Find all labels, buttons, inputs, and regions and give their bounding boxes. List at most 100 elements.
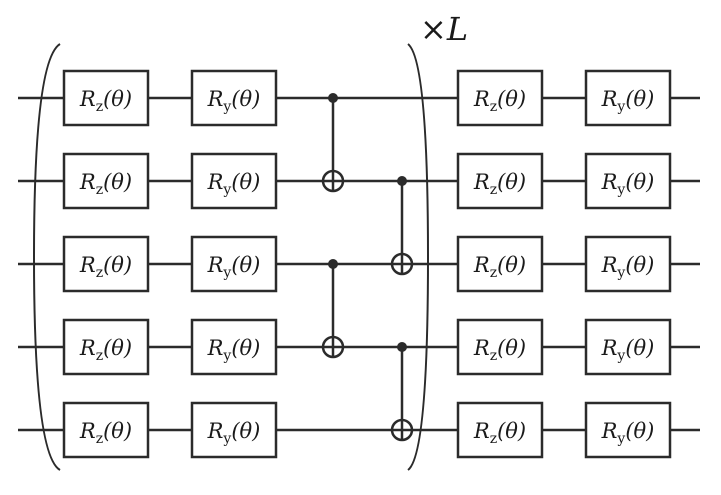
gate-argument: (θ) (103, 419, 132, 443)
rz-gate-q3: Rz(θ) (456, 318, 544, 376)
gate-base: R (473, 336, 490, 360)
gate-argument: (θ) (497, 336, 526, 360)
gate-base: R (473, 170, 490, 194)
gate-argument: (θ) (625, 419, 654, 443)
ry-gate-box (584, 318, 672, 376)
gate-argument: (θ) (231, 170, 260, 194)
gate-subscript: y (222, 431, 231, 447)
times-symbol: × (420, 10, 447, 48)
ry-gate-q2: Ry(θ) (584, 235, 672, 293)
rz-gate-q2: Rz(θ) (62, 235, 150, 293)
ry-gate-q3: Ry(θ) (190, 318, 278, 376)
ry-gate-q0: Ry(θ) (190, 69, 278, 127)
rotation-gates: Rz(θ)Ry(θ)Rz(θ)Ry(θ)Rz(θ)Ry(θ)Rz(θ)Ry(θ)… (62, 69, 672, 459)
ry-gate-box (190, 235, 278, 293)
gate-argument: (θ) (231, 336, 260, 360)
gate-argument: (θ) (625, 336, 654, 360)
rz-gate-box (62, 235, 150, 293)
gate-subscript: y (222, 265, 231, 281)
ry-gate-box (190, 401, 278, 459)
rz-gate-label: Rz(θ) (473, 336, 526, 364)
ry-gate-box (584, 235, 672, 293)
rz-gate-q0: Rz(θ) (62, 69, 150, 127)
gate-argument: (θ) (497, 170, 526, 194)
ry-gate-q0: Ry(θ) (584, 69, 672, 127)
gate-subscript: z (96, 431, 103, 447)
cnot-q1-q2 (390, 176, 414, 276)
repeat-brackets (32, 43, 430, 471)
rz-gate-label: Rz(θ) (79, 336, 132, 364)
gate-base: R (207, 87, 224, 111)
control-dot (328, 259, 338, 269)
cnot-gates (321, 93, 414, 442)
gate-subscript: y (616, 99, 625, 115)
gate-argument: (θ) (231, 87, 260, 111)
ry-gate-label: Ry(θ) (601, 87, 655, 115)
gate-argument: (θ) (231, 419, 260, 443)
control-dot (397, 342, 407, 352)
gate-base: R (473, 253, 490, 277)
ry-gate-box (584, 69, 672, 127)
gate-base: R (601, 419, 618, 443)
gate-base: R (207, 170, 224, 194)
ry-gate-label: Ry(θ) (207, 336, 261, 364)
rz-gate-q1: Rz(θ) (62, 152, 150, 210)
ry-gate-box (584, 401, 672, 459)
gate-base: R (79, 87, 96, 111)
gate-argument: (θ) (103, 336, 132, 360)
gate-base: R (473, 419, 490, 443)
gate-argument: (θ) (625, 253, 654, 277)
ry-gate-label: Ry(θ) (207, 170, 261, 198)
rz-gate-label: Rz(θ) (79, 170, 132, 198)
repeat-count-label: ×L (420, 10, 468, 48)
rz-gate-box (456, 69, 544, 127)
ry-gate-q1: Ry(θ) (190, 152, 278, 210)
gate-subscript: z (96, 348, 103, 364)
gate-subscript: y (616, 431, 625, 447)
gate-base: R (79, 419, 96, 443)
gate-base: R (79, 336, 96, 360)
rz-gate-label: Rz(θ) (473, 253, 526, 281)
control-dot (397, 176, 407, 186)
rz-gate-label: Rz(θ) (79, 87, 132, 115)
rz-gate-box (62, 152, 150, 210)
ry-gate-label: Ry(θ) (207, 87, 261, 115)
ry-gate-label: Ry(θ) (601, 170, 655, 198)
ry-gate-label: Ry(θ) (601, 253, 655, 281)
right-bracket (407, 43, 430, 471)
layer-count-variable: L (446, 10, 468, 48)
gate-base: R (79, 170, 96, 194)
rz-gate-q0: Rz(θ) (456, 69, 544, 127)
gate-argument: (θ) (497, 253, 526, 277)
gate-base: R (207, 336, 224, 360)
gate-subscript: z (96, 265, 103, 281)
gate-subscript: z (490, 348, 497, 364)
rz-gate-box (456, 318, 544, 376)
ry-gate-label: Ry(θ) (207, 419, 261, 447)
ry-gate-q1: Ry(θ) (584, 152, 672, 210)
gate-subscript: y (222, 348, 231, 364)
rz-gate-box (456, 152, 544, 210)
gate-subscript: z (490, 431, 497, 447)
gate-base: R (601, 253, 618, 277)
gate-argument: (θ) (497, 419, 526, 443)
ry-gate-q4: Ry(θ) (190, 401, 278, 459)
gate-argument: (θ) (103, 87, 132, 111)
rz-gate-label: Rz(θ) (473, 419, 526, 447)
rz-gate-box (456, 235, 544, 293)
gate-subscript: z (490, 265, 497, 281)
gate-argument: (θ) (497, 87, 526, 111)
gate-base: R (207, 419, 224, 443)
ry-gate-q3: Ry(θ) (584, 318, 672, 376)
gate-subscript: y (222, 182, 231, 198)
rz-gate-label: Rz(θ) (79, 253, 132, 281)
gate-subscript: z (96, 182, 103, 198)
gate-argument: (θ) (231, 253, 260, 277)
rz-gate-q4: Rz(θ) (62, 401, 150, 459)
gate-argument: (θ) (625, 170, 654, 194)
gate-subscript: y (616, 265, 625, 281)
rz-gate-label: Rz(θ) (473, 87, 526, 115)
left-bracket (32, 43, 61, 471)
ry-gate-q2: Ry(θ) (190, 235, 278, 293)
